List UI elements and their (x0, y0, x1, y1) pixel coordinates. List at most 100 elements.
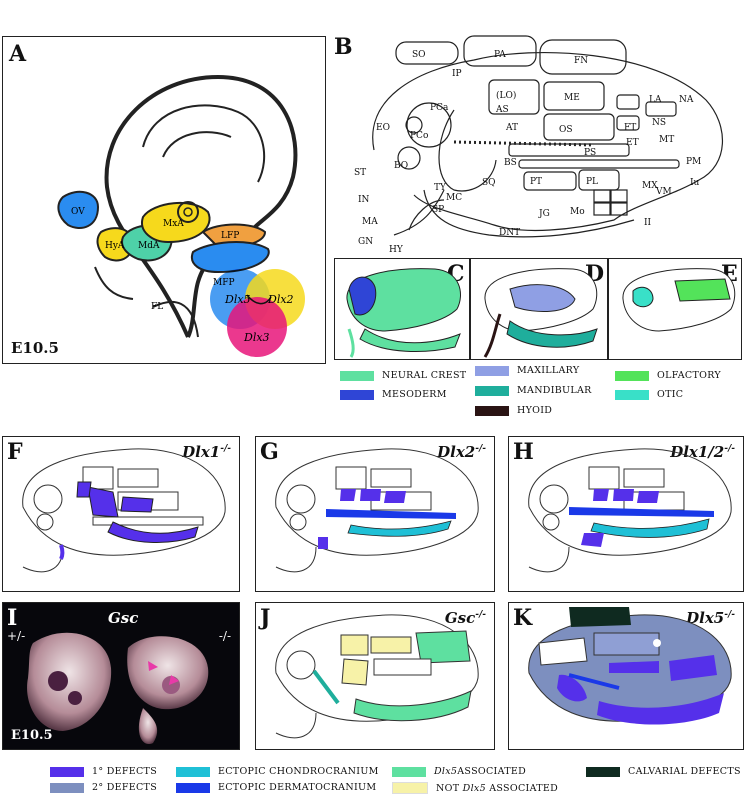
legend-label: ASSOCIATED (457, 766, 527, 777)
panel-j: J Gsc-/- (255, 602, 495, 750)
venn-diagram (210, 269, 305, 357)
legend-label: 1° DEFECTS (92, 766, 158, 777)
legend-label: OLFACTORY (657, 370, 721, 381)
ov-region (57, 190, 100, 229)
structure-label: TY (434, 183, 447, 193)
structure-label: OS (559, 125, 573, 135)
venn-label-dlx3: Dlx3 (243, 331, 270, 344)
structure-label: MC (446, 193, 462, 203)
legend-item: NEURAL CREST (340, 370, 466, 381)
cde-diagrams (346, 268, 736, 358)
mfp-region (190, 240, 270, 274)
structure-label: PA (494, 50, 506, 60)
structure-label: MA (362, 217, 378, 227)
genotype-title: Dlx5-/- (686, 609, 735, 627)
skull-diagram (22, 448, 226, 573)
genotype-title: Dlx2-/- (437, 443, 486, 461)
legend-item: OLFACTORY (615, 370, 721, 381)
structure-label: FT (624, 123, 636, 133)
legend-swatch (392, 782, 428, 794)
legend-swatch (615, 370, 649, 381)
panel-k: K Dlx5-/- (508, 602, 744, 750)
structure-label: ET (626, 138, 639, 148)
legend-item: NOT Dlx5 ASSOCIATED (392, 782, 558, 794)
structure-label: JG (538, 209, 550, 219)
genotype-title: Dlx1-/- (182, 443, 231, 461)
structure-label: BS (504, 158, 517, 168)
panel-label: H (513, 439, 534, 465)
structure-label: PS (584, 148, 596, 158)
legend-item: 2° DEFECTS (50, 782, 157, 793)
legend-swatch (475, 405, 509, 416)
structure-label: PCa (430, 103, 449, 113)
structure-label: DNT (499, 228, 520, 238)
legend-label: MESODERM (382, 389, 447, 400)
region-label: OV (71, 207, 85, 217)
legend-item: ECTOPIC DERMATOCRANIUM (176, 782, 376, 793)
legend-label: CALVARIAL DEFECTS (628, 766, 741, 777)
structure-label: AS (495, 105, 509, 115)
structure-label: SQ (482, 178, 496, 188)
region-label: HyA (105, 241, 125, 251)
structure-label: II (644, 218, 652, 228)
legend-item: OTIC (615, 389, 683, 400)
stage-label: E10.5 (11, 339, 59, 357)
structure-label: Iu (690, 178, 700, 188)
legend-swatch (586, 766, 620, 777)
legend-label: OTIC (657, 389, 684, 400)
legend-label: Dlx5 (434, 766, 458, 777)
structure-label: FN (574, 56, 588, 66)
hom-label: -/- (218, 629, 231, 643)
legend-label: ECTOPIC DERMATOCRANIUM (218, 782, 377, 793)
region-label: LFP (221, 231, 239, 241)
genotype-title: Gsc-/- (444, 609, 486, 627)
structure-label: HY (389, 245, 404, 255)
legend-swatch (340, 370, 374, 381)
structure-label: IP (452, 69, 462, 79)
panel-label: B (334, 34, 353, 60)
panel-f: F Dlx1-/- (2, 436, 240, 592)
legend-item: MESODERM (340, 389, 447, 400)
structure-label: ST (354, 168, 366, 178)
panel-label: F (7, 439, 23, 465)
panel-i: I Gsc +/- -/- E10.5 (2, 602, 240, 750)
legend-item: HYOID (475, 405, 552, 416)
panel-a: A OV HyA MdA MxA LFP MFP FL Dlx5 Dlx2 Dl… (2, 36, 326, 364)
skull-diagram (275, 614, 479, 739)
legend-swatch (176, 766, 210, 777)
structure-label: SP (432, 205, 444, 215)
structure-label: MT (659, 135, 674, 145)
structure-label: BO (394, 161, 408, 171)
panel-label: G (260, 439, 279, 465)
region-label: MdA (138, 241, 160, 251)
panel-label: J (260, 605, 271, 631)
structure-label: (LO) (496, 90, 516, 101)
stage-label: E10.5 (11, 728, 53, 743)
genotype-title: Dlx1/2-/- (670, 443, 735, 461)
panel-label: I (7, 605, 18, 631)
legend-swatch (475, 365, 509, 376)
region-label: FL (151, 302, 163, 312)
legend-label: HYOID (517, 405, 553, 416)
legend-swatch (615, 389, 649, 400)
structure-label: GN (358, 237, 373, 247)
legend-item: CALVARIAL DEFECTS (586, 766, 741, 777)
structure-label: NA (679, 95, 694, 105)
region-label: MxA (163, 219, 184, 229)
panel-cde: C D E (334, 258, 742, 360)
structure-label: ME (564, 93, 580, 103)
legend-item: Dlx5 ASSOCIATED (392, 766, 526, 777)
legend-label: ECTOPIC CHONDROCRANIUM (218, 766, 379, 777)
panel-label: A (9, 41, 27, 67)
photo-title: Gsc (108, 609, 139, 627)
panel-g: G Dlx2-/- (255, 436, 495, 592)
legend-label: MANDIBULAR (517, 385, 592, 396)
structure-label: NS (652, 118, 666, 128)
structure-label: PCo (410, 131, 428, 141)
structure-label: AT (505, 123, 518, 133)
legend-item: ECTOPIC CHONDROCRANIUM (176, 766, 379, 777)
structure-label: LA (649, 95, 662, 105)
panel-b: B (334, 30, 744, 258)
legend-label: NEURAL CREST (382, 370, 467, 381)
venn-label-dlx2: Dlx2 (267, 293, 294, 306)
